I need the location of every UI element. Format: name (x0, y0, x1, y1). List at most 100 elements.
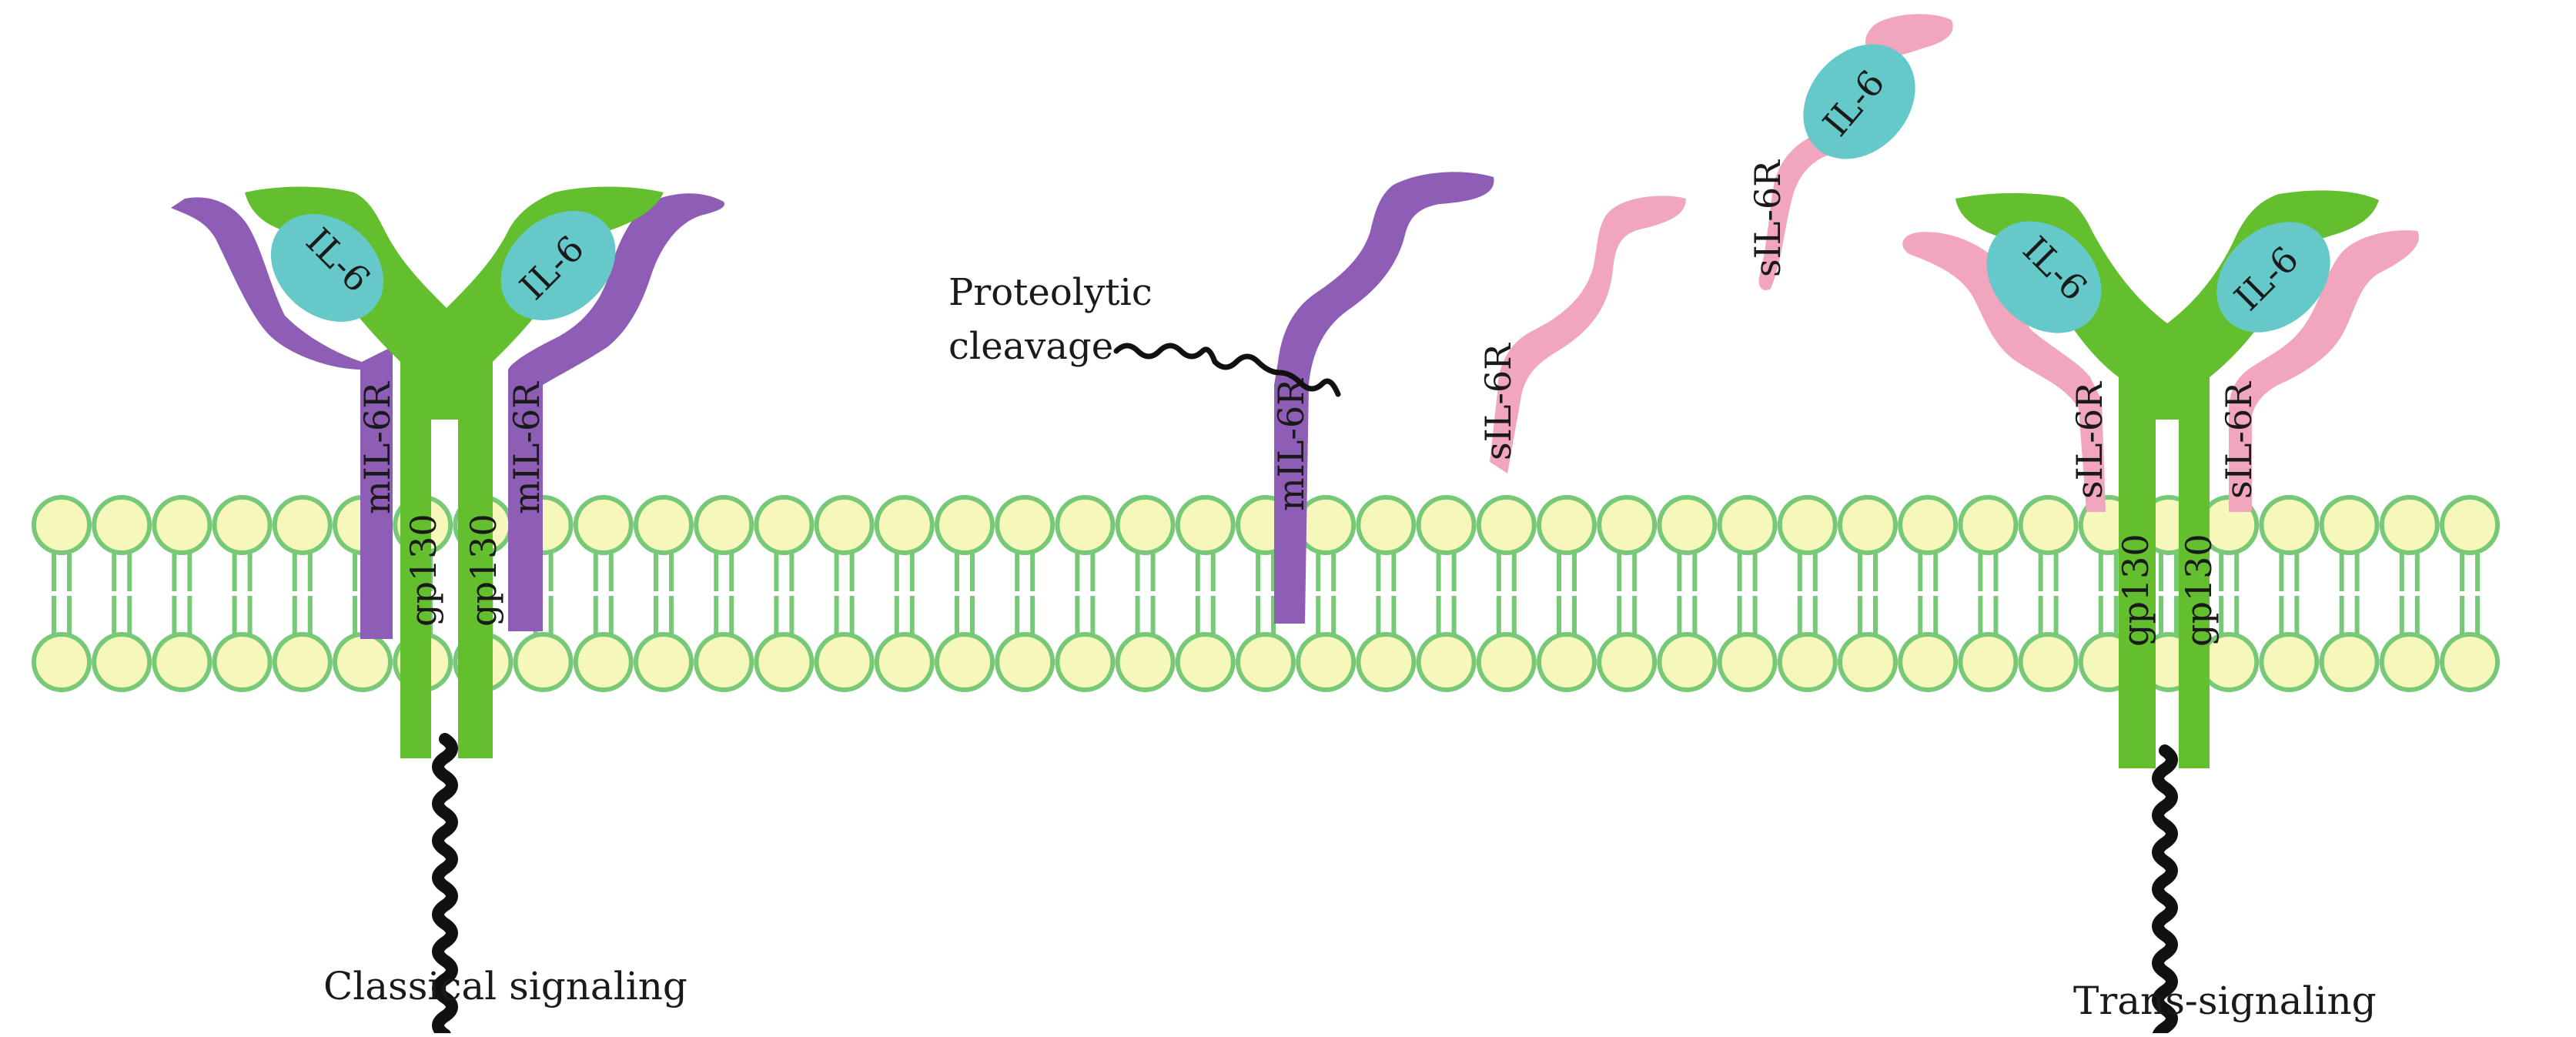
lipid-head (814, 495, 875, 555)
lipid-head (1657, 495, 1718, 555)
lipid-head (1838, 495, 1898, 555)
lipid-head (212, 495, 273, 555)
lipid-head (272, 632, 333, 692)
lipid-head (272, 495, 333, 555)
sil6r-bound-free-label: sIL-6R (1747, 159, 1788, 277)
lipid-head (1597, 632, 1658, 692)
sil6r-bound-free (1758, 14, 1953, 290)
lipid-head (333, 632, 393, 692)
lipid-head (2319, 495, 2380, 555)
lipid-head (513, 632, 574, 692)
soluble-receptors: sIL-6R IL-6 sIL-6R (1477, 14, 1953, 473)
lipid-head (694, 495, 754, 555)
sil6r-trans-right-label: sIL-6R (2218, 381, 2260, 499)
lipid-head (1416, 495, 1477, 555)
classical-signaling-complex: IL-6 IL-6 mIL-6R mIL-6R gp130 gp130 Clas… (171, 186, 724, 1034)
lipid-head (1657, 632, 1718, 692)
lipid-head (1958, 632, 2019, 692)
lipid-head (32, 632, 92, 692)
proteolytic-label-line2: cleavage (948, 325, 1113, 368)
trans-signaling-caption: Trans-signaling (2073, 978, 2377, 1023)
lipid-head (935, 632, 995, 692)
lipid-head (2379, 632, 2440, 692)
lipid-head (874, 495, 935, 555)
lipid-head (874, 632, 935, 692)
lipid-head (2440, 632, 2500, 692)
il6-free (1803, 44, 1915, 159)
mil6r-cleaved-label: mIL-6R (1270, 378, 1312, 511)
lipid-head (1175, 495, 1236, 555)
lipid-head (1055, 632, 1116, 692)
lipid-head (1236, 632, 1296, 692)
lipid-head (573, 495, 634, 555)
lipid-head (1175, 632, 1236, 692)
lipid-head (935, 495, 995, 555)
lipid-head (1898, 495, 1959, 555)
lipid-head (995, 495, 1055, 555)
trans-signaling-complex: IL-6 IL-6 sIL-6R sIL-6R gp130 gp130 Tran… (1902, 190, 2419, 1033)
lipid-head (694, 632, 754, 692)
lipid-head (634, 632, 694, 692)
gp130-classical-left-label: gp130 (403, 513, 444, 627)
lipid-head (2319, 632, 2380, 692)
il6-classical-right (500, 211, 616, 320)
gp130-trans-right-label: gp130 (2178, 534, 2220, 647)
lipid-head (1356, 495, 1417, 555)
lipid-head (1777, 495, 1838, 555)
il6-classical-left (270, 213, 384, 323)
lipid-head (1115, 495, 1176, 555)
lipid-head (92, 495, 152, 555)
lipid-head (2018, 632, 2079, 692)
lipid-head (152, 632, 212, 692)
lipid-head (32, 495, 92, 555)
lipid-head (92, 632, 152, 692)
lipid-head (2259, 495, 2320, 555)
lipid-head (1777, 632, 1838, 692)
cleavage-wave (1113, 343, 1341, 397)
lipid-head (2018, 495, 2079, 555)
mil6r-left (171, 197, 393, 640)
lipid-head (573, 632, 634, 692)
sil6r-trans-left-label: sIL-6R (2069, 381, 2110, 499)
mil6r-cleaved (1274, 172, 1494, 624)
lipid-head (1597, 495, 1658, 555)
lipid-head (1476, 632, 1537, 692)
il6-trans-left (1986, 221, 2102, 333)
lipid-head (1356, 632, 1417, 692)
lipid-head (2379, 495, 2440, 555)
classical-signaling-caption: Classical signaling (323, 964, 687, 1009)
lipid-head (1838, 632, 1898, 692)
lipid-head (1537, 632, 1597, 692)
lipid-head (1898, 632, 1959, 692)
lipid-head (1115, 632, 1176, 692)
lipid-head (1537, 495, 1597, 555)
mil6r-right (508, 193, 724, 631)
lipid-head (754, 632, 815, 692)
cleavage-site: mIL-6R Proteolytic cleavage (948, 172, 1494, 624)
lipid-head (634, 495, 694, 555)
sil6r-free-label: sIL-6R (1477, 343, 1519, 460)
lipid-head (212, 632, 273, 692)
proteolytic-label-line1: Proteolytic (948, 271, 1153, 314)
gp130-classical-right-label: gp130 (463, 513, 504, 627)
lipid-head (1296, 632, 1357, 692)
mil6r-classical-left-label: mIL-6R (356, 381, 398, 514)
lipid-head (1717, 632, 1778, 692)
lipid-head (2259, 632, 2320, 692)
lipid-head (1416, 632, 1477, 692)
il6-trans-right (2216, 222, 2330, 333)
gp130-trans-left-label: gp130 (2115, 534, 2156, 647)
lipid-head (1476, 495, 1537, 555)
gp130-classical (245, 186, 664, 758)
lipid-head (2440, 495, 2500, 555)
mil6r-classical-right-label: mIL-6R (506, 381, 547, 514)
lipid-head (1717, 495, 1778, 555)
lipid-head (995, 632, 1055, 692)
lipid-head (754, 495, 815, 555)
lipid-head (152, 495, 212, 555)
lipid-head (1055, 495, 1116, 555)
sil6r-free (1490, 196, 1686, 473)
lipid-head (1958, 495, 2019, 555)
